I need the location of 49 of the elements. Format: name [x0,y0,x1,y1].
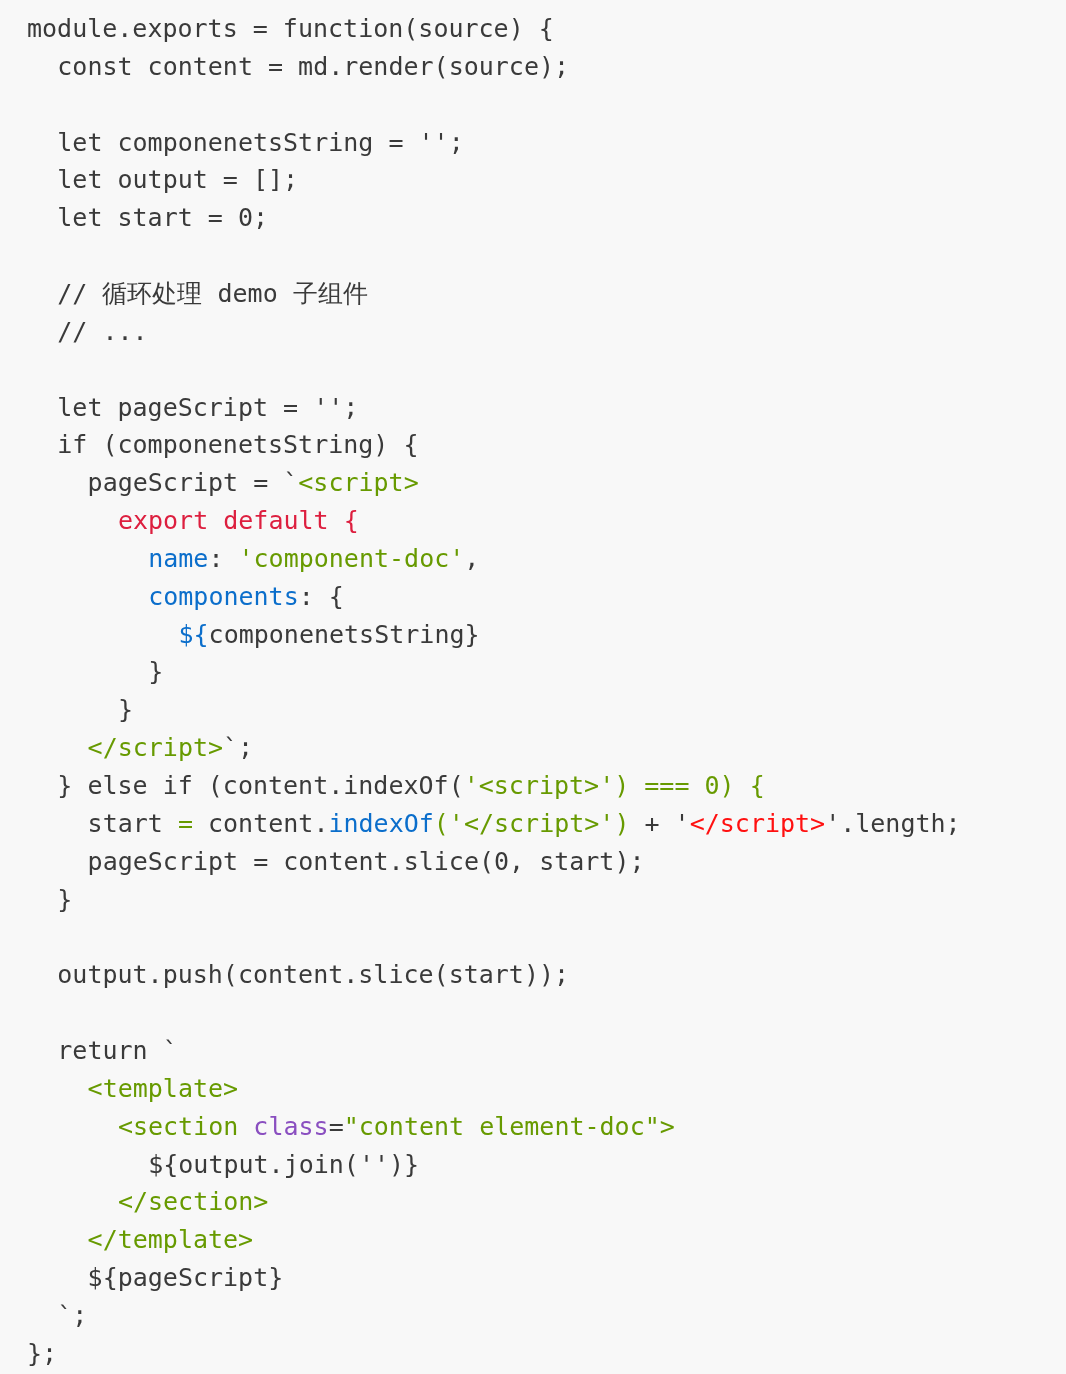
code-text: indexOf [328,807,434,840]
code-text: // ... [57,315,148,348]
code-text: = [328,1110,344,1143]
code-text: output.push(content.slice(start)); [57,959,570,992]
code-text: // 循环处理 demo 子组件 [57,277,368,310]
code-text: </script> [689,807,826,840]
code-text: pageScript = content.slice(0, start); [87,845,645,878]
code-text: "content element-doc"> [343,1110,675,1143]
code-text: let output = []; [57,164,299,197]
code-text: <section [117,1110,239,1143]
code-text: `; [223,732,254,765]
code-text: } [117,694,133,727]
code-text: ('</script>') [433,807,630,840]
code-text: ${output.join('')} [148,1148,420,1181]
code-text: </template> [87,1224,254,1257]
code-text: = [177,807,193,840]
code-text: : { [298,580,344,613]
code-text: } [57,883,73,916]
code-text: + ' [643,807,690,840]
code-text: export default { [117,505,359,538]
code-text: <script> [298,467,419,500]
code-text: </script> [87,732,224,765]
code-text: if (componenetsString) { [57,429,419,462]
code-text: start [87,807,164,840]
code-text: </section> [117,1186,269,1219]
code-text: : [208,542,225,575]
code-text: <template> [87,1072,239,1105]
code-text: componenetsString} [208,618,480,651]
code-text: 'component-doc' [238,542,465,575]
code-text: let pageScript = ''; [57,391,359,424]
code-text: let start = 0; [57,202,268,235]
code-text: ${ [178,618,209,651]
code-text: , [464,542,480,575]
code-text: let componenetsString = ''; [57,126,464,159]
code-text: '.length; [825,807,961,840]
code-text: name [148,542,209,575]
code-text: } [148,656,164,689]
code-text: `; [57,1299,88,1332]
code-text: }; [27,1337,58,1370]
code-text: ${pageScript} [87,1262,284,1295]
code-text: '<script>') === 0) { [463,770,765,802]
code-text: class [252,1110,329,1143]
code-text: module.exports = function(source) { [27,13,554,45]
code-text: content. [207,807,329,840]
code-text: } else if (content.indexOf( [57,770,464,802]
code-text: return ` [57,1034,178,1067]
code-text: const content = md.render(source); [57,50,570,83]
code-text: components [148,580,299,613]
code-text: pageScript = ` [87,467,299,500]
